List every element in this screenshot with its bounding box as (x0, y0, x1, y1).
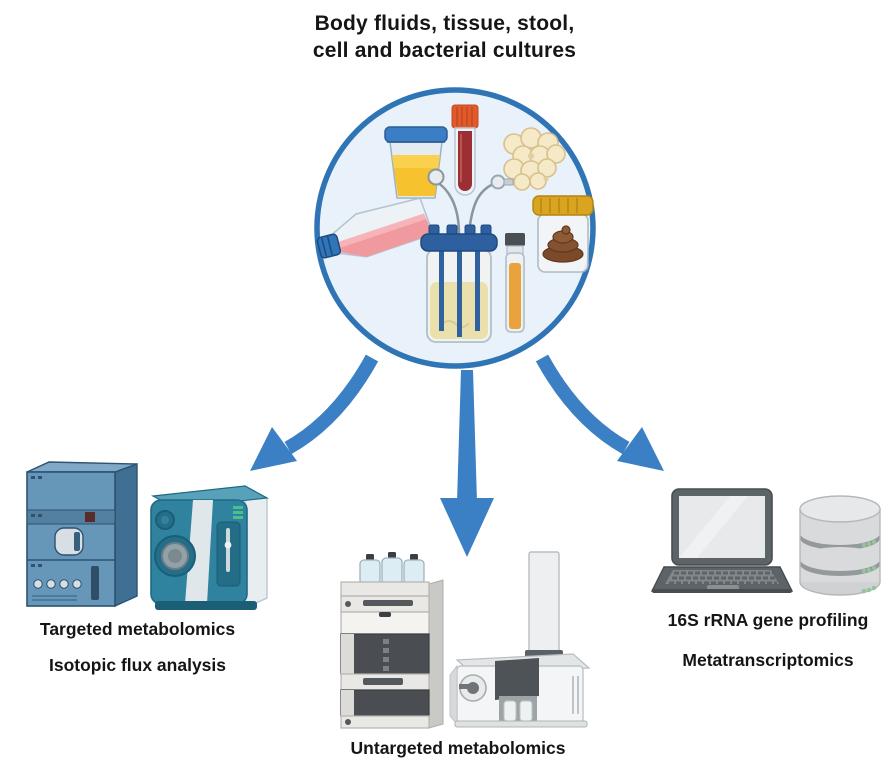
urine-sample-cup-icon (384, 126, 448, 199)
solvent-bottles-icon (359, 552, 425, 585)
targeted-instruments (26, 461, 269, 610)
untargeted-instruments (340, 551, 591, 729)
label-targeted-metabolomics: Targeted metabolomics (39, 619, 236, 639)
hplc-stack-icon (340, 552, 444, 729)
database-status-dots (861, 539, 877, 594)
sample-vial-icon (505, 233, 525, 333)
culture-flask-icon (316, 197, 435, 259)
title-line-1: Body fluids, tissue, stool, (314, 12, 575, 35)
label-metatranscriptomics: Metatranscriptomics (682, 650, 854, 670)
database-icon (799, 495, 881, 596)
title-line-2: cell and bacterial cultures (312, 39, 577, 62)
bioreactor-icon (420, 168, 514, 343)
diagram-title: Body fluids, tissue, stool, cell and bac… (0, 10, 889, 64)
hplc-tower-icon (26, 461, 138, 608)
sample-hub-circle (314, 87, 596, 369)
stool-jar-icon (532, 195, 594, 273)
arrow-center-shaft (457, 370, 477, 502)
sequencing-devices (650, 488, 881, 596)
label-untargeted-metabolomics: Untargeted metabolomics (350, 738, 566, 758)
arrow-center-head (440, 498, 494, 557)
lcms-mass-spectrometer-icon (449, 551, 591, 728)
label-isotopic-flux-analysis: Isotopic flux analysis (49, 655, 226, 675)
arrow-left-head (250, 427, 297, 471)
arrow-right-head (617, 427, 664, 471)
laptop-icon (650, 488, 794, 593)
cell-cluster-icon (503, 127, 566, 191)
blood-tube-icon (451, 104, 479, 196)
label-16s-rrna-gene-profiling: 16S rRNA gene profiling (667, 610, 869, 630)
mass-spectrometer-teal-icon (150, 484, 269, 610)
